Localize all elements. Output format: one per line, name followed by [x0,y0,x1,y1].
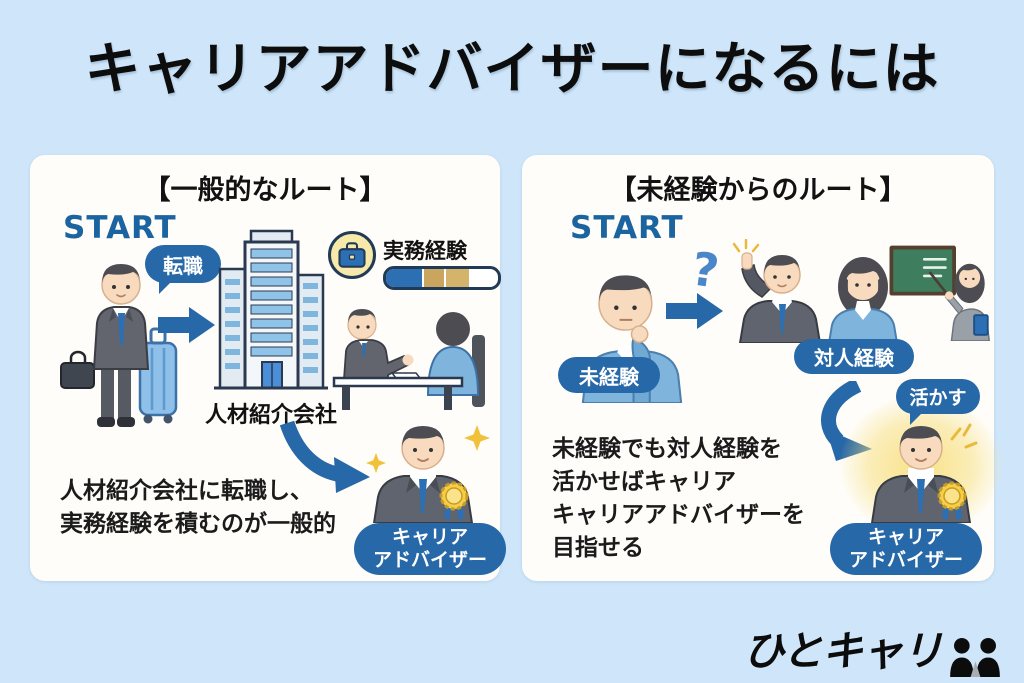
rosette-ribbon-icon [937,481,967,521]
career-advisor-pill-line1: キャリア [391,526,468,549]
businessman-with-luggage-illustration [60,264,178,427]
right-caption-line2: 活かせばキャリア [552,469,736,495]
interpersonal-experience-pill: 対人経験 [794,339,914,374]
work-experience-label: 実務経験 [383,239,467,263]
right-panel-heading: 【未経験からのルート】 [609,175,907,206]
work-experience-badge [328,231,376,279]
right-caption-line4: 目指せる [552,535,644,561]
sparkle-lines-icon [950,423,978,449]
utilize-bubble-label: 活かす [909,387,967,409]
rosette-ribbon-icon [439,481,469,521]
career-advisor-pill-line2: アドバイザー [372,549,487,571]
pointing-man-illustration [732,239,822,343]
building-label: 人材紹介会社 [204,403,337,428]
progress-segment-blue [386,269,425,287]
office-building-illustration [214,229,328,390]
left-start-label: START [63,210,177,246]
teacher-illustration [889,245,990,341]
inexperienced-pill-label: 未経験 [579,364,639,389]
left-caption-line1: 人材紹介会社に転職し、 [60,478,313,504]
career-advisor-illustration [372,426,474,523]
page-title: キャリアアドバイザーになるには [84,37,940,102]
experience-progress-bar [383,266,501,290]
left-panel-heading: 【一般的なルート】 [143,175,387,206]
progress-segment-tan-2 [446,269,469,287]
sparkle-icon [464,425,490,451]
career-advisor-illustration [870,426,972,523]
panel-general-route: 【一般的なルート】 START 転職 [30,155,506,581]
right-arrow-icon [666,293,723,329]
briefcase-icon [338,242,366,268]
right-caption: 未経験でも対人経験を 活かせばキャリア キャリアアドバイザーを 目指せる [552,433,805,565]
utilize-bubble: 活かす [896,379,980,425]
interpersonal-experience-label: 対人経験 [814,346,894,370]
logo-text: ひとキャリ [743,627,943,675]
inexperienced-pill: 未経験 [558,357,660,393]
right-start-label: START [570,210,684,246]
sparkle-icon [366,453,386,473]
career-advisor-pill-line2: アドバイザー [848,549,963,571]
career-advisor-pill-line1: キャリア [867,526,944,549]
progress-segment-tan [424,269,447,287]
panel-inexperienced-route: 【未経験からのルート】 START ? 未経験 [522,155,1002,581]
career-advisor-pill: キャリア アドバイザー [354,523,506,575]
curved-arrow-icon [280,420,370,493]
job-change-bubble-label: 転職 [163,253,203,278]
right-arrow-icon [158,307,215,343]
interview-scene-illustration [332,309,485,410]
job-change-bubble: 転職 [145,245,221,294]
left-caption: 人材紹介会社に転職し、 実務経験を積むのが一般的 [60,475,336,541]
footer-logo: ひとキャリ [743,617,1002,677]
left-caption-line2: 実務経験を積むのが一般的 [60,511,336,537]
receptionist-woman-illustration [827,257,899,343]
people-icon [950,637,1000,677]
career-advisor-pill: キャリア アドバイザー [830,523,982,575]
right-caption-line3: キャリアアドバイザーを [552,502,805,528]
right-caption-line1: 未経験でも対人経験を [552,436,782,462]
